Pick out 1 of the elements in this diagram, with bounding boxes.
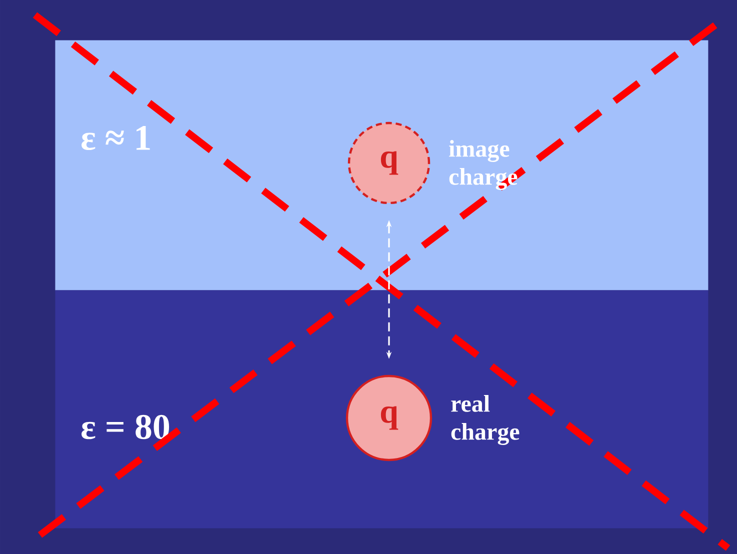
charge-label: real charge — [451, 395, 520, 445]
